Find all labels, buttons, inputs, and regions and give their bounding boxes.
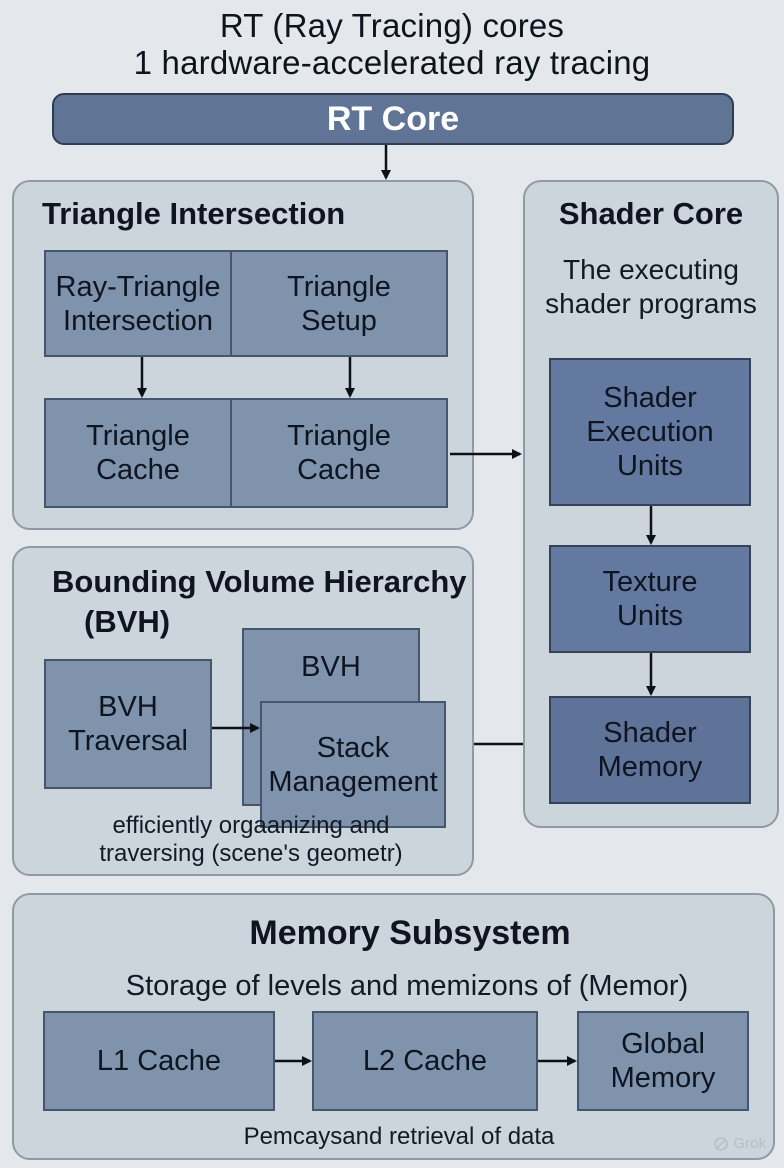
stack-management-line2: Management <box>268 765 438 798</box>
l1-cache-label: L1 Cache <box>96 1045 222 1077</box>
ray-triangle-line2: Intersection <box>63 304 213 337</box>
stack-management-line1: Stack <box>316 731 390 764</box>
bvh-title-line1: Bounding Volume Hierarchy <box>52 564 467 599</box>
grok-watermark: Grok <box>713 1135 766 1152</box>
l2-cache-label: L2 Cache <box>362 1045 488 1077</box>
global-memory-line2: Memory <box>610 1062 716 1094</box>
bvh-title-line2: (BVH) <box>84 604 171 639</box>
bvh-caption: efficiently orgaanizing and traversing (… <box>12 812 490 868</box>
bvh-traversal-line2: Traversal <box>68 725 188 757</box>
page-title-line1: RT (Ray Tracing) cores <box>219 7 565 44</box>
triangle-cache-right-line2: Cache <box>297 454 381 486</box>
triangle-setup-line1: Triangle <box>287 270 391 303</box>
shader-exec-line3: Units <box>616 450 684 482</box>
triangle-cache-left-line2: Cache <box>96 454 180 486</box>
shader-exec-line2: Execution <box>586 416 714 448</box>
shader-core-subtitle: The executing shader programs <box>523 253 779 321</box>
bvh-caption-line2: traversing (scene's geometr) <box>99 840 403 867</box>
l1-cache-box: L1 Cache <box>43 1011 275 1111</box>
memory-subsystem-subtitle: Storage of levels and memizons of (Memor… <box>125 970 689 1002</box>
triangle-cache-left-line1: Triangle <box>86 420 190 452</box>
triangle-intersection-title: Triangle Intersection <box>42 196 346 231</box>
bvh-box-label: BVH <box>301 651 361 683</box>
shader-core-subtitle-line1: The executing <box>563 254 739 285</box>
triangle-cache-right-line1: Triangle <box>287 420 391 452</box>
rt-core-banner: RT Core <box>52 93 734 145</box>
grok-logo-icon <box>714 1136 729 1151</box>
grok-watermark-label: Grok <box>733 1135 766 1152</box>
texture-units-line1: Texture <box>602 566 698 598</box>
page-title-line2: 1 hardware-accelerated ray tracing <box>133 44 651 81</box>
texture-units-line2: Units <box>616 600 684 632</box>
shader-exec-line1: Shader <box>603 382 697 414</box>
shader-memory-line2: Memory <box>597 751 703 783</box>
shader-memory-line1: Shader <box>603 717 697 749</box>
shader-core-title: Shader Core <box>558 196 744 231</box>
l2-cache-box: L2 Cache <box>312 1011 538 1111</box>
memory-subsystem-title: Memory Subsystem <box>249 914 571 952</box>
memory-subsystem-caption: Pemcaysand retrieval of data <box>243 1123 555 1150</box>
triangle-setup-line2: Setup <box>301 304 377 337</box>
ray-triangle-line1: Ray-Triangle <box>55 270 221 303</box>
shader-core-subtitle-line2: shader programs <box>545 288 757 319</box>
bvh-traversal-line1: BVH <box>98 691 158 723</box>
global-memory-line1: Global <box>621 1028 705 1060</box>
bvh-caption-line1: efficiently orgaanizing and <box>112 812 390 839</box>
